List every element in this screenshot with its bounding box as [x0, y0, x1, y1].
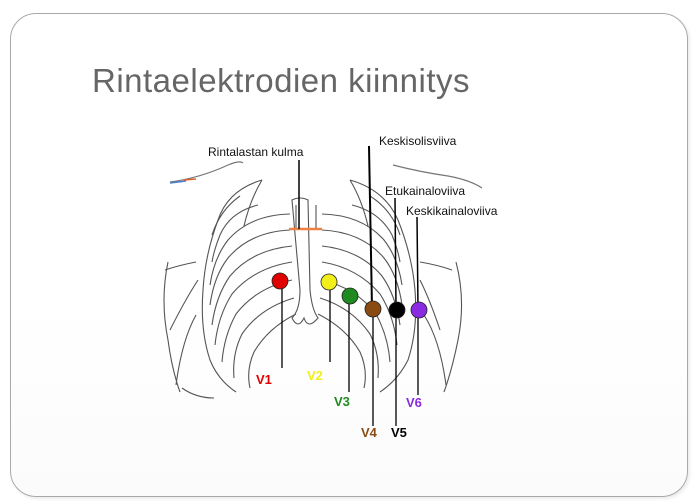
- label-anterior-axillary: Etukainaloviiva: [385, 184, 465, 198]
- label-v2: V2: [307, 368, 323, 383]
- electrode-v3: [342, 288, 358, 304]
- label-sternal-angle: Rintalastan kulma: [208, 145, 304, 159]
- electrode-v5: [389, 302, 405, 318]
- electrode-v4: [365, 301, 381, 317]
- electrode-v6: [411, 302, 427, 318]
- label-mid-axillary: Keskikainaloviiva: [406, 204, 498, 218]
- label-v5: V5: [391, 425, 407, 440]
- label-v3: V3: [334, 394, 350, 409]
- anterior-axillary-line: [395, 198, 396, 308]
- label-v4: V4: [361, 425, 378, 440]
- electrode-v2: [321, 274, 337, 290]
- label-v1: V1: [256, 372, 272, 387]
- mid-axillary-line: [417, 217, 418, 308]
- left-clavicle: [170, 162, 243, 182]
- label-v6: V6: [406, 395, 422, 410]
- electrode-v1: [272, 273, 288, 289]
- label-midclavicular: Keskisolisviiva: [379, 134, 457, 148]
- clavicle-marker-left-2: [184, 179, 196, 180]
